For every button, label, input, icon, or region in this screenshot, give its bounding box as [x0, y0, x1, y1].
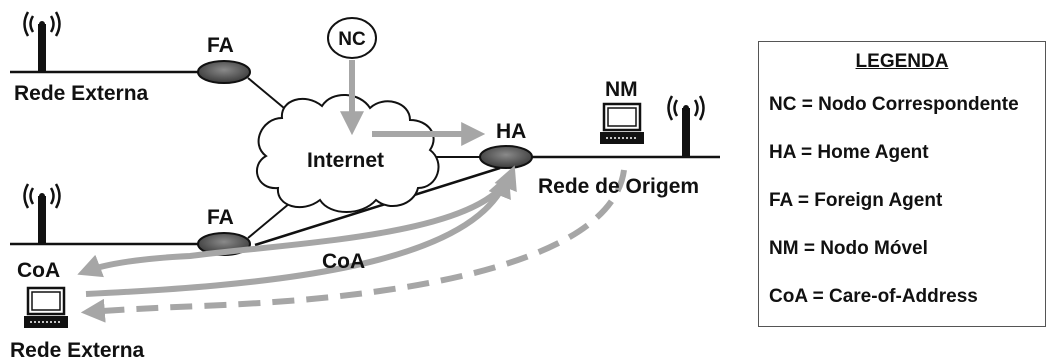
legend-item-coa: CoA = Care-of-Address: [769, 286, 978, 307]
rede-externa-bottom-label: Rede Externa: [10, 339, 145, 361]
ha-label: HA: [496, 120, 526, 143]
rede-externa-top-label: Rede Externa: [14, 82, 149, 105]
mobile-computer-icon: [24, 286, 68, 328]
ha-to-fa-curve-arrow: [77, 165, 517, 278]
fa-bottom-label: FA: [207, 206, 234, 229]
nc-node-icon: [327, 17, 377, 59]
legend-item-fa: FA = Foreign Agent: [769, 190, 943, 211]
coa-mid-label: CoA: [322, 250, 365, 273]
coa-to-ha-arrow: [85, 173, 511, 297]
antenna-icon: [667, 95, 705, 156]
legend-item-nc: NC = Nodo Correspondente: [769, 94, 1019, 115]
legend-box: LEGENDA NC = Nodo Correspondente HA = Ho…: [758, 41, 1046, 327]
legend-item-nm: NM = Nodo Móvel: [769, 238, 928, 259]
nm-computer-icon: [600, 102, 644, 144]
router-fa-top-icon: [197, 60, 251, 84]
router-ha-icon: [479, 145, 533, 169]
legend-title: LEGENDA: [855, 51, 949, 72]
fa-top-label: FA: [207, 34, 234, 57]
rede-origem-label: Rede de Origem: [538, 175, 699, 198]
antenna-icon: [23, 11, 61, 72]
legend-item-ha: HA = Home Agent: [769, 142, 929, 163]
antenna-icon: [23, 183, 61, 244]
coa-left-label: CoA: [17, 259, 60, 282]
nm-label: NM: [605, 78, 638, 101]
internet-label: Internet: [307, 149, 384, 172]
nc-label: NC: [338, 29, 366, 50]
